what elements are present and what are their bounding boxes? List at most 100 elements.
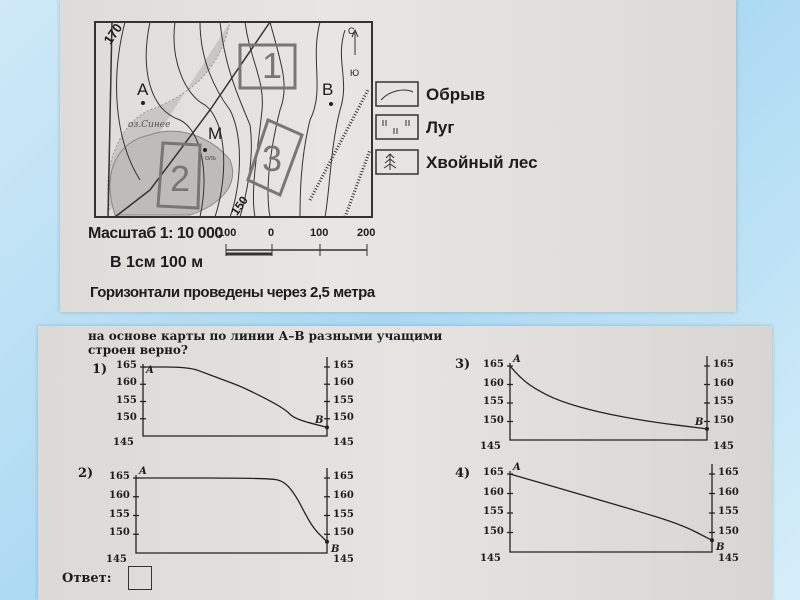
right-tick-label: 145	[333, 437, 354, 448]
right-tick-label: 160	[718, 486, 739, 498]
point-a-marker	[141, 101, 145, 105]
north-arrow-head	[351, 28, 359, 38]
question-line-2: строен верно?	[88, 343, 188, 357]
right-tick-label: 165	[333, 471, 354, 482]
profile-3-axes	[509, 356, 708, 441]
right-tick-label: 160	[333, 377, 354, 389]
cliff-line	[308, 89, 370, 201]
compass-south: Ю	[350, 68, 360, 78]
profile-option-label: 2)	[78, 466, 94, 481]
meadow-icon-marks	[382, 120, 410, 134]
profile-end-label: B	[315, 415, 324, 427]
profile-start-label: A	[513, 354, 521, 365]
left-tick-label: 155	[483, 396, 504, 407]
right-tick-label: 150	[333, 527, 354, 539]
right-tick-label: 155	[333, 394, 354, 406]
right-tick-label: 145	[333, 554, 354, 565]
right-tick-label: 145	[718, 553, 739, 564]
left-tick-label: 165	[483, 359, 504, 370]
profile-3-line	[509, 365, 708, 430]
left-tick-label: 145	[480, 553, 501, 564]
contour-line	[219, 21, 252, 218]
profile-option-label: 1)	[92, 362, 108, 377]
profile-4-axes	[509, 464, 713, 553]
legend-box-cliff	[375, 81, 419, 107]
answer-label: Ответ:	[62, 571, 112, 586]
point-m-marker	[203, 148, 207, 152]
answer-input-box[interactable]	[128, 566, 152, 590]
contour-line	[324, 29, 346, 218]
left-tick-label: 155	[116, 394, 137, 406]
point-b-marker	[325, 425, 329, 430]
contour-note: Горизонтали проведены через 2,5 метра	[90, 284, 375, 301]
scale-tick-label: 200	[357, 227, 376, 239]
point-a-label: A	[137, 80, 149, 99]
profile-2-axes	[135, 468, 328, 554]
legend-box-forest	[375, 149, 419, 175]
map-frame	[94, 21, 373, 218]
scale-tick-label: 100	[310, 227, 329, 239]
conifer-tree-icon	[383, 153, 397, 170]
profile-end-label: B	[695, 416, 704, 428]
area-2-label: 2	[170, 158, 191, 199]
right-tick-label: 155	[713, 396, 734, 407]
profiles-group	[133, 356, 715, 554]
lake-label: оз.Синее	[128, 120, 171, 130]
question-line-1: на основе карты по линии А–В разными уча…	[88, 329, 443, 343]
contour-line	[199, 21, 240, 218]
point-b-marker	[705, 426, 709, 431]
right-tick-label: 150	[718, 525, 739, 537]
point-b-marker	[325, 539, 329, 544]
profile-4-line	[509, 473, 713, 541]
meadow-icon	[375, 114, 419, 140]
right-tick-label: 155	[718, 506, 739, 517]
left-tick-label: 160	[116, 377, 137, 389]
profile-start-label: A	[513, 462, 521, 473]
right-tick-label: 150	[333, 411, 354, 423]
right-tick-label: 160	[713, 377, 734, 389]
point-m-label: M	[208, 124, 223, 143]
scale-note: В 1см 100 м	[110, 254, 204, 271]
right-tick-label: 165	[718, 467, 739, 478]
scale-bar-ticks	[225, 244, 368, 256]
left-tick-label: 145	[113, 437, 134, 448]
contour-line	[173, 21, 225, 218]
left-tick-label: 160	[483, 377, 504, 389]
left-tick-label: 155	[109, 508, 130, 520]
area-2-box	[156, 141, 202, 210]
right-tick-label: 145	[713, 441, 734, 452]
scale-tick-label: 0	[268, 227, 275, 239]
area-1-label: 1	[262, 45, 283, 86]
cliff-line	[343, 149, 372, 218]
contour-line	[145, 21, 205, 218]
scale-text: Масштаб 1: 10 000	[88, 225, 223, 242]
left-tick-label: 150	[483, 414, 504, 426]
profile-option-label: 3)	[455, 357, 471, 372]
small-map-label: оль	[205, 155, 217, 162]
scale-tick-label: 100	[218, 227, 237, 239]
left-tick-label: 165	[483, 467, 504, 478]
profile-end-label: B	[716, 542, 725, 554]
legend-label-cliff: Обрыв	[426, 85, 486, 104]
profile-end-label: B	[331, 543, 340, 555]
left-tick-label: 165	[116, 360, 137, 371]
profile-2-line	[136, 477, 328, 543]
left-tick-label: 150	[109, 527, 130, 539]
legend-label-forest: Хвойный лес	[426, 153, 538, 172]
right-tick-label: 150	[713, 414, 734, 426]
compass-north: С	[348, 26, 355, 36]
profile-1-axes	[142, 357, 328, 437]
profile-start-label: A	[139, 466, 147, 477]
left-tick-label: 160	[109, 489, 130, 501]
cliff-icon	[380, 89, 414, 101]
contour-line	[116, 21, 141, 181]
area-1-box	[238, 43, 297, 90]
profile-1-line	[143, 366, 328, 429]
point-b-marker	[710, 538, 714, 543]
profiles-page-photo	[38, 326, 772, 600]
profile-start-label: A	[146, 365, 154, 376]
left-tick-label: 150	[483, 525, 504, 537]
right-tick-label: 160	[333, 489, 354, 501]
right-tick-label: 165	[333, 360, 354, 371]
